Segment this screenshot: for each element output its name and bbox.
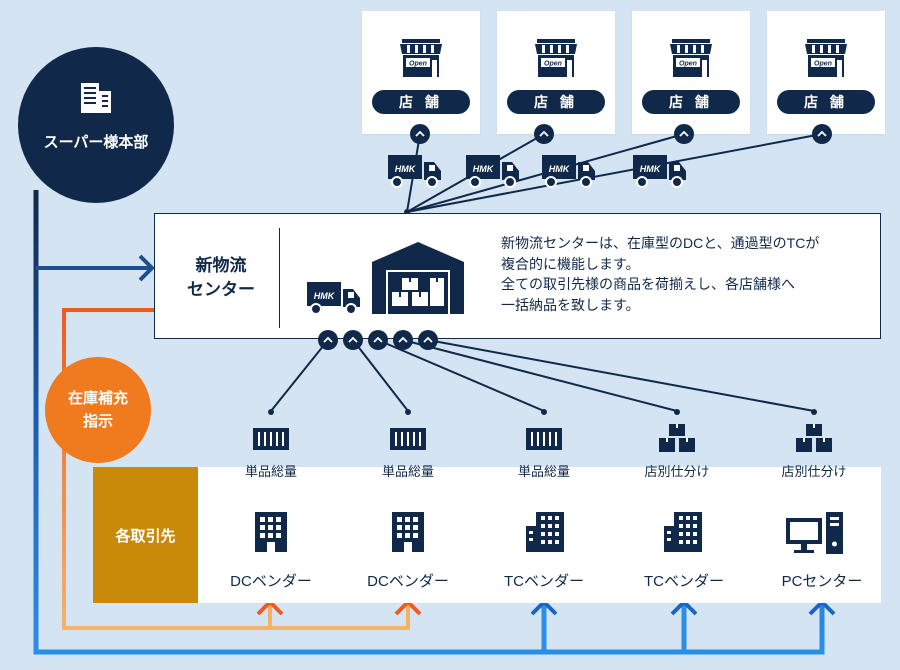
store-label: 店 舗 — [507, 90, 605, 114]
supply-mode-label: 店別仕分け — [644, 464, 710, 479]
office-building-icon — [526, 512, 564, 552]
container-icon — [526, 428, 562, 450]
store-card: Open 店 舗 — [362, 11, 480, 134]
truck-icon: HMK — [388, 155, 441, 188]
storefront-icon: Open — [670, 39, 712, 77]
truck-icon: HMK — [542, 155, 595, 188]
hq-feed-line — [33, 190, 825, 655]
truck-icon: HMK — [466, 155, 519, 188]
storefront-icon: Open — [535, 39, 577, 77]
chevron-up-icon — [534, 124, 554, 144]
chevron-up-icon — [410, 124, 430, 144]
storefront-icon: Open — [400, 39, 442, 77]
supply-mode-label: 単品総量 — [244, 464, 297, 479]
open-sign: Open — [544, 61, 562, 68]
tc-feed-lines — [541, 605, 687, 652]
supply-mode-label: 単品総量 — [381, 464, 434, 479]
supply-lines — [270, 339, 815, 412]
vendor-name: TCベンダー — [644, 573, 724, 590]
building-icon — [81, 83, 111, 113]
center-description: 新物流センターは、在庫型のDCと、通過型のTCが 複合的に機能します。 全ての取… — [501, 233, 871, 315]
description-line: 新物流センターは、在庫型のDCと、通過型のTCが — [501, 235, 820, 251]
restock-line — [62, 308, 410, 630]
truck-logo: HMK — [395, 164, 417, 174]
chevron-up-icon — [674, 124, 694, 144]
headquarters-node: スーパー様本部 — [18, 47, 174, 203]
restock-label-line: 在庫補充 — [67, 390, 128, 407]
warehouse-icon — [372, 242, 464, 314]
vendor-name: PCセンター — [781, 573, 863, 590]
computer-icon — [786, 512, 843, 554]
restock-label: 在庫補充 指示 — [45, 387, 151, 433]
chevron-up-icon — [343, 330, 363, 350]
truck-logo: HMK — [314, 291, 336, 301]
junction-dot — [268, 409, 274, 415]
chevron-up-icon — [368, 330, 388, 350]
chevron-up-icon — [418, 330, 438, 350]
container-icon — [390, 428, 426, 450]
junction-dot — [541, 409, 547, 415]
supply-mode-label: 店別仕分け — [781, 464, 847, 479]
chevron-up-icon — [318, 330, 338, 350]
box-stack-icon — [659, 424, 695, 452]
suppliers-header: 各取引先 — [93, 467, 198, 603]
junction-dot — [674, 409, 680, 415]
storefront-icon: Open — [805, 39, 847, 77]
description-line: 全ての取引先様の商品を荷揃えし、各店舗様へ — [501, 276, 795, 292]
container-icon — [253, 428, 289, 450]
suppliers-label: 各取引先 — [115, 528, 176, 545]
truck-logo: HMK — [640, 164, 662, 174]
store-card: Open 店 舗 — [497, 11, 615, 134]
store-card: Open 店 舗 — [632, 11, 750, 134]
vendor-name: TCベンダー — [504, 573, 584, 590]
chevron-up-icon — [393, 330, 413, 350]
store-label: 店 舗 — [777, 90, 875, 114]
description-line: 複合的に機能します。 — [501, 255, 640, 272]
building-icon — [255, 512, 287, 552]
junction-dot — [811, 409, 817, 415]
open-sign: Open — [409, 61, 427, 68]
open-sign: Open — [814, 61, 832, 68]
building-icon — [392, 512, 424, 552]
truck-icon: HMK — [307, 282, 360, 315]
logistics-center-box: 新物流 センター HMK 新物流センターは、在庫型のD — [154, 213, 881, 339]
center-title-line: 新物流 — [195, 256, 247, 275]
center-title: 新物流 センター — [175, 254, 267, 302]
chevron-up-icon — [812, 124, 832, 144]
junction-dot — [405, 409, 411, 415]
description-line: 一括納品を致します。 — [501, 296, 640, 313]
divider — [279, 228, 280, 328]
office-building-icon — [664, 512, 702, 552]
truck-logo: HMK — [473, 164, 495, 174]
truck-logo: HMK — [549, 164, 571, 174]
center-title-line: センター — [187, 280, 255, 299]
store-card: Open 店 舗 — [767, 11, 885, 134]
truck-icon: HMK — [633, 155, 686, 188]
headquarters-label: スーパー様本部 — [43, 134, 149, 151]
vendor-name: DCベンダー — [230, 573, 312, 590]
open-sign: Open — [679, 61, 697, 68]
vendor-name: DCベンダー — [367, 573, 449, 590]
supply-mode-label: 単品総量 — [517, 464, 570, 479]
suppliers-box: 各取引先 — [93, 467, 881, 603]
store-label: 店 舗 — [372, 90, 470, 114]
restock-instruction-node: 在庫補充 指示 — [45, 357, 151, 463]
arrow-right-icon — [138, 254, 155, 282]
store-label: 店 舗 — [642, 90, 740, 114]
box-stack-icon — [796, 424, 832, 452]
restock-label-line: 指示 — [82, 413, 113, 430]
